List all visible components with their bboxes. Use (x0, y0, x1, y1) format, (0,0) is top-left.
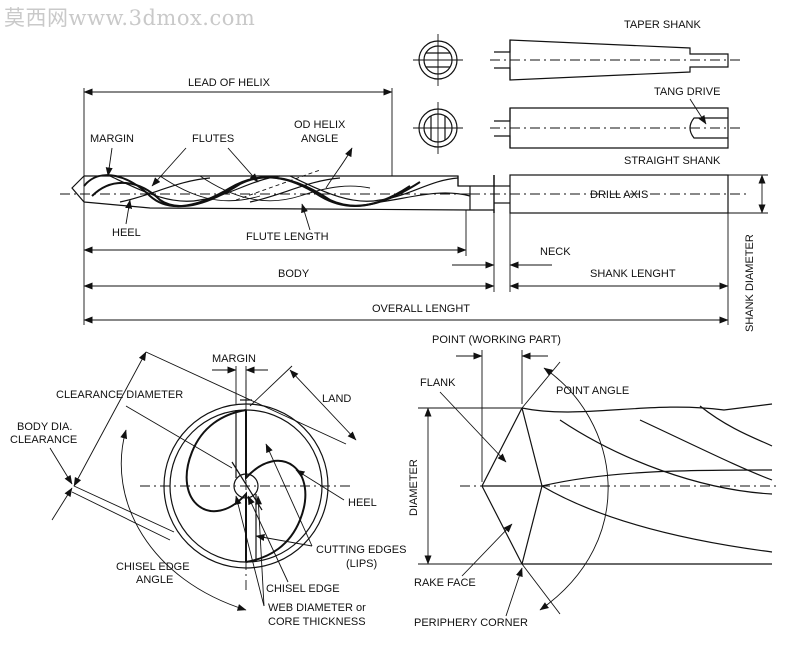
lead-of-helix-label: LEAD OF HELIX (188, 77, 271, 89)
heel-label-top: HEEL (112, 227, 141, 239)
od-helix-label-2: ANGLE (301, 133, 338, 145)
chisel-edge-label: CHISEL EDGE (266, 583, 340, 595)
drill-side-view (60, 169, 750, 214)
taper-shank-label: TAPER SHANK (624, 19, 701, 31)
flank-label: FLANK (420, 377, 456, 389)
body-dia-clearance-label-1: BODY DIA. (17, 421, 72, 433)
body-dia-clearance-label-2: CLEARANCE (10, 434, 77, 446)
cutting-edges-label: CUTTING EDGES (316, 544, 406, 556)
straight-shank-label: STRAIGHT SHANK (624, 155, 721, 167)
heel-label-cs: HEEL (348, 497, 377, 509)
lips-label: (LIPS) (346, 558, 377, 570)
tang-drive-label: TANG DRIVE (654, 86, 720, 98)
point-angle-label: POINT ANGLE (556, 385, 629, 397)
rake-face-label: RAKE FACE (414, 577, 476, 589)
drill-cross-section (140, 380, 350, 590)
drill-point-detail (460, 403, 780, 565)
overall-length-label: OVERALL LENGHT (372, 303, 470, 315)
drill-axis-label: DRILL AXIS (590, 189, 648, 201)
margin-label-cs: MARGIN (212, 353, 256, 365)
straight-shank-end-view (413, 102, 463, 154)
taper-shank-side-view (490, 39, 740, 81)
land-label: LAND (322, 393, 351, 405)
clearance-diameter-label: CLEARANCE DIAMETER (56, 389, 183, 401)
web-diameter-label-1: WEB DIAMETER or (268, 602, 366, 614)
periphery-corner-label: PERIPHERY CORNER (414, 617, 528, 629)
taper-shank-end-view (413, 34, 463, 86)
flutes-label: FLUTES (192, 133, 234, 145)
watermark: 莫西网www.3dmox.com (4, 6, 256, 30)
shank-diameter-label: SHANK DIAMETER (744, 234, 756, 332)
od-helix-label-1: OD HELIX (294, 119, 346, 131)
body-label: BODY (278, 268, 310, 280)
flute-length-label: FLUTE LENGTH (246, 231, 329, 243)
margin-label-top: MARGIN (90, 133, 134, 145)
diameter-label: DIAMETER (408, 459, 420, 516)
web-diameter-label-2: CORE THICKNESS (268, 616, 366, 628)
straight-shank-side-view (490, 107, 740, 149)
point-working-part-label: POINT (WORKING PART) (432, 334, 561, 346)
neck-label: NECK (540, 246, 571, 258)
shank-length-label: SHANK LENGHT (590, 268, 676, 280)
chisel-edge-angle-label-2: ANGLE (136, 574, 173, 586)
chisel-edge-angle-label-1: CHISEL EDGE (116, 561, 190, 573)
